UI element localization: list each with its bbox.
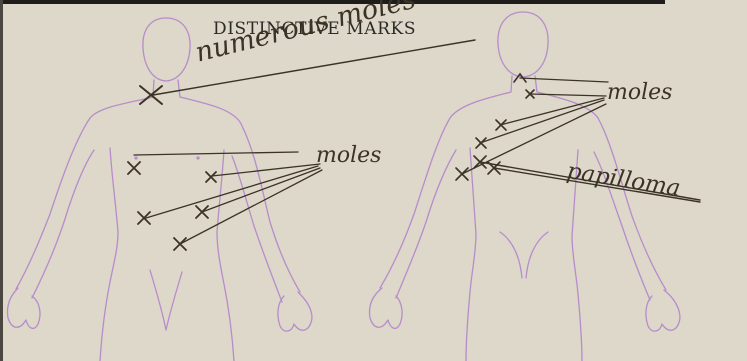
pointer-line-back-2 — [530, 94, 606, 96]
pointer-line-back-1 — [520, 78, 608, 82]
back-shoulders-left — [380, 76, 512, 288]
front-body-outline — [7, 18, 312, 361]
back-arm-inner-left — [396, 150, 456, 298]
back-buttock-left — [500, 232, 522, 278]
back-buttock-right — [526, 232, 548, 278]
front-torso-right — [217, 150, 234, 361]
pointer-line-front-1 — [134, 152, 298, 155]
front-hand-left — [7, 288, 40, 328]
front-arm-inner-left — [32, 150, 94, 298]
mark-x-front-chest-left — [128, 162, 140, 174]
back-head — [498, 12, 548, 77]
pointer-line-front-5 — [180, 170, 322, 244]
front-neck-shoulders-right — [178, 80, 300, 292]
annotation-back-upper: moles — [607, 80, 672, 105]
pointer-line-back-3 — [500, 98, 604, 125]
front-neck-shoulders-left — [16, 80, 154, 289]
front-hand-right — [278, 292, 312, 331]
mark-x-front-neck — [140, 86, 162, 104]
front-nipple-right — [196, 156, 199, 159]
front-torso-left — [100, 148, 118, 361]
front-arm-inner-right — [232, 156, 282, 302]
front-marks — [128, 40, 475, 250]
mark-x-front-chest-right — [206, 172, 216, 182]
front-head — [143, 18, 190, 81]
front-crotch — [150, 270, 182, 330]
front-nipple-left — [134, 156, 137, 159]
annotation-front-torso: moles — [316, 143, 381, 168]
back-hand-right — [646, 290, 680, 331]
